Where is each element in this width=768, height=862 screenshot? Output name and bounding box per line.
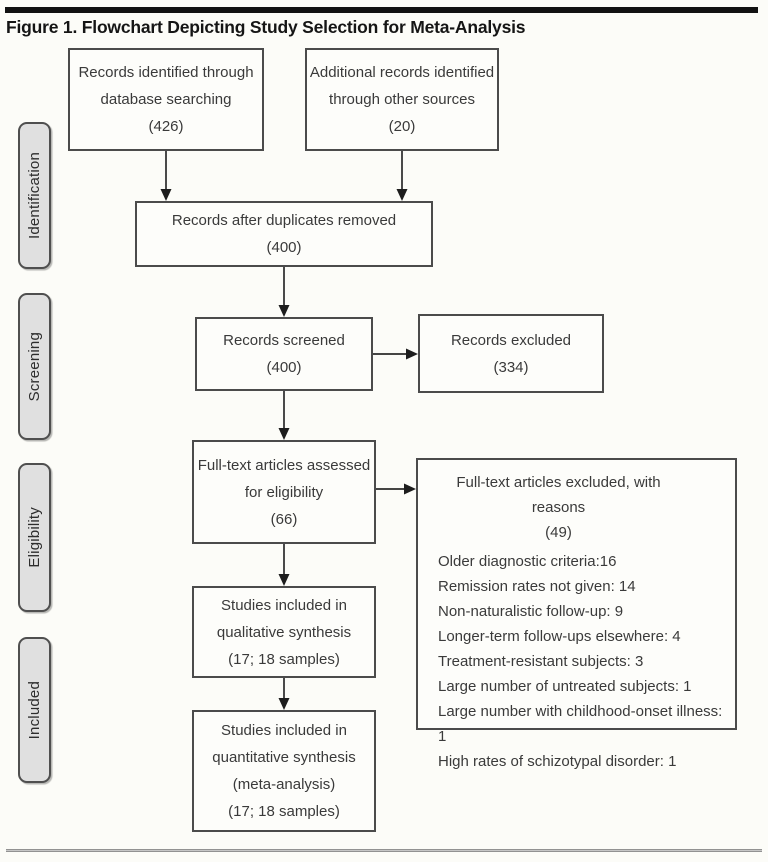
arrow-fulltext-to-excluded-reasons [375,483,416,495]
reason-item: High rates of schizotypal disorder: 1 [438,753,677,770]
arrow-identified-to-duplicates [160,150,172,201]
box-line: Full-text articles excluded, with reason… [456,474,661,516]
box-line: Records identified through [78,64,254,81]
reason-item: Remission rates not given: 14 [438,578,636,595]
box-qualitative-synthesis: Studies included in qualitative synthesi… [192,586,376,678]
box-line: Records screened [223,332,345,349]
box-line: (426) [148,118,184,135]
box-line: Records after duplicates removed [171,212,397,229]
top-rule [5,7,758,13]
box-line: (meta-analysis) [232,776,336,793]
box-line: (400) [266,359,302,376]
box-line: (334) [493,358,529,376]
stage-label: Screening [26,331,43,402]
box-line: (66) [270,510,298,528]
box-line: (17; 18 samples) [228,650,340,668]
box-additional-records: Additional records identified through ot… [305,48,499,151]
arrow-additional-to-duplicates [396,150,408,201]
box-line: database searching [100,91,232,108]
box-fulltext-assessed: Full-text articles assessed for eligibil… [192,440,376,544]
stage-identification: Identification [18,122,51,269]
stage-eligibility: Eligibility [18,463,51,612]
box-line: through other sources [329,91,475,108]
arrow-screened-to-excluded [372,348,418,360]
box-records-identified: Records identified through database sear… [68,48,264,151]
box-records-screened: Records screened (400) [195,317,373,391]
box-quantitative-synthesis: Studies included in quantitative synthes… [192,710,376,832]
stage-label: Eligibility [26,507,43,568]
box-line: (17; 18 samples) [228,803,340,820]
box-line: Full-text articles assessed [197,456,371,474]
reason-item: Longer-term follow-ups elsewhere: 4 [438,628,681,645]
reason-item: Large number of untreated subjects: 1 [438,678,692,695]
excluded-reasons-header: Full-text articles excluded, with reason… [438,470,679,545]
box-line: (49) [545,524,572,541]
box-fulltext-excluded: Full-text articles excluded, with reason… [416,458,737,770]
box-line: qualitative synthesis [216,623,352,641]
box-line: (20) [388,118,416,135]
stage-screening: Screening [18,293,51,440]
reason-item: Non-naturalistic follow-up: 9 [438,603,624,620]
stage-included: Included [18,637,51,783]
box-duplicates-removed: Records after duplicates removed (400) [135,201,433,267]
stage-label: Identification [26,151,43,240]
box-line: quantitative synthesis [212,749,356,766]
box-line: for eligibility [244,483,324,501]
arrow-qualitative-to-quantitative [278,677,290,710]
excluded-reasons-list: Older diagnostic criteria:16 Remission r… [438,549,725,774]
stage-label: Included [26,680,43,740]
reason-item: Treatment-resistant subjects: 3 [438,653,644,670]
arrow-fulltext-to-qualitative [278,543,290,586]
box-line: Studies included in [221,596,347,614]
arrow-duplicates-to-screened [278,266,290,317]
figure-title: Figure 1. Flowchart Depicting Study Sele… [6,17,526,37]
arrow-screened-to-fulltext [278,390,290,440]
reason-item: Large number with childhood-onset illnes… [438,703,723,745]
reason-item: Older diagnostic criteria:16 [438,553,617,570]
box-line: Additional records identified [309,64,495,81]
box-records-excluded: Records excluded (334) [418,314,604,393]
box-line: Studies included in [221,722,347,739]
box-line: Records excluded [450,331,572,349]
box-line: (400) [266,239,302,256]
bottom-rule [6,849,762,852]
